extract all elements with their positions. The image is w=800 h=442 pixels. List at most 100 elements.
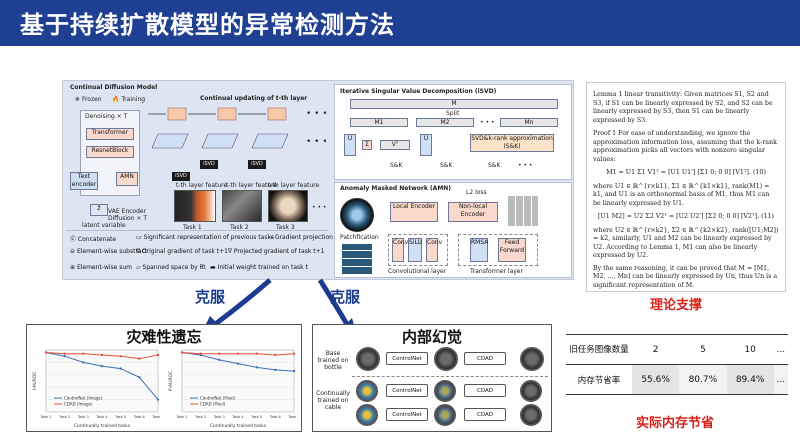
task1-label: Task 1 bbox=[183, 224, 202, 231]
cable-input-image-1 bbox=[356, 380, 378, 402]
isvd-sk-1: S&K bbox=[390, 162, 403, 169]
continual-update-title: Continual updating of t-th layer bbox=[200, 95, 308, 102]
task2-label: Task 2 bbox=[230, 224, 249, 231]
ellipsis: • • • bbox=[312, 204, 327, 211]
amn-patches bbox=[342, 244, 372, 274]
x-tick-label: Task 2 bbox=[194, 415, 206, 419]
x-tick-label: Task 3 bbox=[77, 415, 89, 419]
data-point bbox=[119, 355, 122, 358]
plot-area bbox=[45, 349, 159, 413]
legend-proj-grad: ∇ Projected gradient of task t+1 bbox=[228, 248, 325, 255]
task3-image bbox=[268, 190, 308, 222]
training-legend: 🔥 Training bbox=[112, 96, 146, 103]
amn-output-grid bbox=[508, 196, 538, 226]
x-axis-label: Continually trained tasks bbox=[210, 423, 267, 429]
legend-label: ControlNet (Image) bbox=[64, 396, 103, 401]
data-point bbox=[44, 351, 48, 354]
svg-text:• • •: • • • bbox=[306, 109, 326, 119]
isvd-chip-2: iSVD bbox=[248, 160, 266, 169]
legend-subtract: ⊖ Element-wise substract bbox=[70, 248, 148, 255]
count-more: ... bbox=[776, 344, 786, 355]
denoising-label: Denoising × T bbox=[85, 113, 128, 120]
ff-box: Feed Forward bbox=[498, 238, 526, 262]
legend-sum: ⊕ Element-wise sum bbox=[70, 264, 133, 271]
isvd-m1: M1 bbox=[350, 118, 408, 127]
isvd-chip-3: iSVD bbox=[172, 172, 190, 181]
amn-patchify: Patchfication bbox=[340, 234, 379, 241]
conv-box: Conv bbox=[392, 238, 408, 262]
legend-label: CDAD (Image) bbox=[64, 402, 93, 407]
x-tick-label: Task 5 bbox=[114, 415, 126, 419]
cable-cdad-image-1 bbox=[520, 380, 542, 402]
data-point bbox=[82, 352, 85, 355]
cdad-label-row3: CDAD bbox=[464, 408, 506, 421]
title-banner bbox=[0, 0, 800, 46]
lemma-text: Lemma 1 linear transitivity: Given matri… bbox=[593, 91, 773, 124]
forgetting-title: 灾难性遗忘 bbox=[126, 328, 202, 346]
l2-loss-label: L2 loss bbox=[466, 189, 487, 196]
data-point bbox=[218, 352, 221, 355]
y-axis-label: P-AUROC bbox=[168, 371, 174, 391]
legend-span: ▱ Spanned space by θt bbox=[136, 264, 206, 271]
amn-conv-layer-box bbox=[388, 234, 448, 266]
latent-box: ẑ bbox=[90, 204, 108, 216]
legend-label: CDAD (Pixel) bbox=[200, 402, 226, 407]
eq10: M1 = U1 Σ1 V1ᵀ = [U1 U1'] [Σ1 0; 0 0] [V… bbox=[606, 169, 766, 176]
data-point bbox=[274, 353, 277, 357]
hallucination-divider bbox=[352, 376, 548, 377]
cable-input-image-2 bbox=[356, 404, 378, 426]
x-axis-label: Continually trained tasks bbox=[74, 423, 131, 429]
data-point bbox=[119, 367, 122, 370]
svg-text:• • •: • • • bbox=[306, 137, 326, 147]
x-tick-label: Task 3 bbox=[213, 415, 225, 419]
bottle-cdad-image bbox=[520, 347, 544, 371]
hallucination-panel bbox=[312, 324, 552, 432]
conv-box-2: Conv bbox=[426, 238, 442, 262]
saving-5: 80.7% bbox=[679, 364, 727, 395]
task1-image bbox=[174, 190, 216, 222]
cdad-label-row2: CDAD bbox=[464, 384, 506, 397]
count-10: 10 bbox=[744, 344, 756, 355]
y-axis-label: I-AUROC bbox=[32, 371, 38, 390]
where2-text: where U2 ∈ ℝ^{r×k2}, Σ2 ∈ ℝ^{k2×k2}, ran… bbox=[593, 226, 779, 260]
data-point bbox=[63, 355, 66, 358]
isvd-split: Split bbox=[446, 110, 460, 117]
eq11: [U1 M2] = U2 Σ2 V2ᵀ = [U2 U2'] [Σ2 0; 0 … bbox=[597, 213, 775, 220]
x-tick-label: Task 5 bbox=[250, 415, 262, 419]
cable-controlnet-image-2 bbox=[434, 404, 456, 426]
saving-more: ... bbox=[773, 364, 788, 395]
controlnet-label-row1: ControlNet bbox=[386, 352, 428, 365]
vae-label: VAE Encoder Diffusion × T bbox=[108, 208, 147, 222]
data-point bbox=[156, 353, 160, 357]
where1-text: where U1 ∈ ℝ^{r×k1}, Σ1 ∈ ℝ^{k1×k1}, ran… bbox=[593, 182, 770, 207]
cable-cdad-image-2 bbox=[520, 404, 542, 426]
data-point bbox=[218, 358, 221, 362]
bottle-input-image bbox=[356, 347, 380, 371]
task3-label: Task 3 bbox=[276, 224, 295, 231]
legend-significant: ▭ Significant representation of previous… bbox=[136, 234, 275, 241]
isvd-m2: M2 bbox=[416, 118, 474, 127]
amn-transformer-layer-box bbox=[458, 234, 538, 266]
isvd-u1: U bbox=[344, 134, 356, 156]
row2-label: Continually trained on cable bbox=[316, 390, 350, 411]
conv-layer-label: Convolutional layer bbox=[388, 268, 447, 275]
controlnet-label-row3: ControlNet bbox=[386, 408, 428, 421]
transformer-layer-label: Transformer layer bbox=[470, 268, 523, 275]
layer-feature-label-1: t-th layer feature bbox=[176, 182, 228, 189]
local-encoder-box: Local Encoder bbox=[390, 202, 438, 222]
isvd-dots-2: • • • bbox=[518, 162, 533, 169]
memory-label: 实际内存节省 bbox=[636, 416, 715, 431]
data-point bbox=[156, 398, 160, 401]
legend-label: ControlNet (Pixel) bbox=[200, 396, 236, 401]
data-point bbox=[292, 352, 296, 355]
data-point bbox=[292, 369, 296, 373]
memory-header-label: 旧任务图像数量 bbox=[569, 344, 629, 355]
isvd-v: Vᵀ bbox=[380, 140, 410, 150]
saving-10: 89.4% bbox=[726, 364, 774, 395]
latent-label: latent variable bbox=[82, 222, 126, 229]
legend-initial: ▬ Initial weight trained on task t bbox=[210, 264, 308, 271]
bottle-controlnet-image bbox=[434, 347, 458, 371]
amn-title: Anomaly Masked Network (AMN) bbox=[340, 185, 452, 192]
